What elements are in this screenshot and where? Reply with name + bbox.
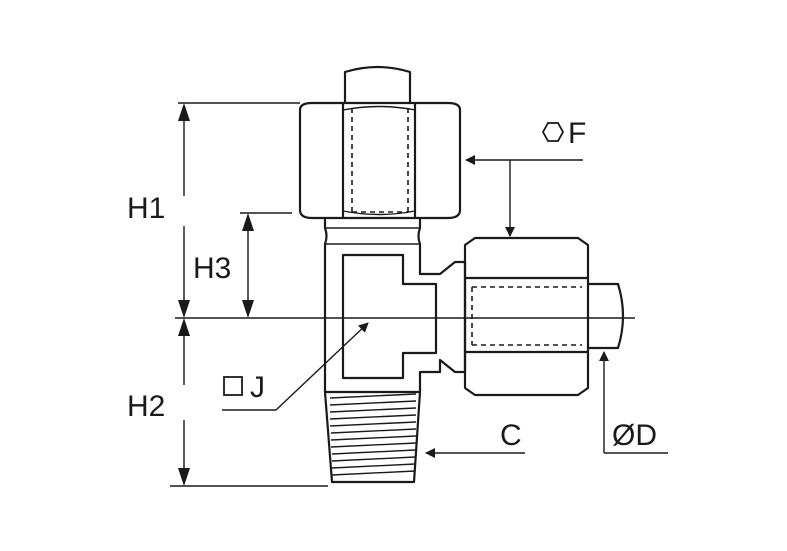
j-leader: [222, 322, 369, 411]
h1-dimension: [178, 102, 300, 318]
upper-hex-nut: [298, 101, 462, 220]
side-tube: [588, 282, 625, 350]
threaded-end: [323, 391, 422, 484]
side-hex-nut: [463, 236, 590, 397]
h2-dimension: [170, 318, 328, 487]
hexagon-icon: [541, 122, 565, 142]
square-icon: [223, 376, 243, 396]
h1-label: H1: [127, 192, 165, 225]
f-label: F: [568, 117, 586, 150]
d-label: ØD: [612, 419, 657, 452]
h3-dimension: [240, 212, 292, 318]
h3-label: H3: [193, 252, 231, 285]
h2-label: H2: [127, 390, 165, 423]
d-leader: [599, 351, 668, 454]
tee-body: [323, 218, 467, 394]
j-label: J: [250, 371, 265, 404]
c-label: C: [500, 419, 522, 452]
f-leader: [465, 155, 583, 237]
top-tube: [343, 65, 412, 103]
